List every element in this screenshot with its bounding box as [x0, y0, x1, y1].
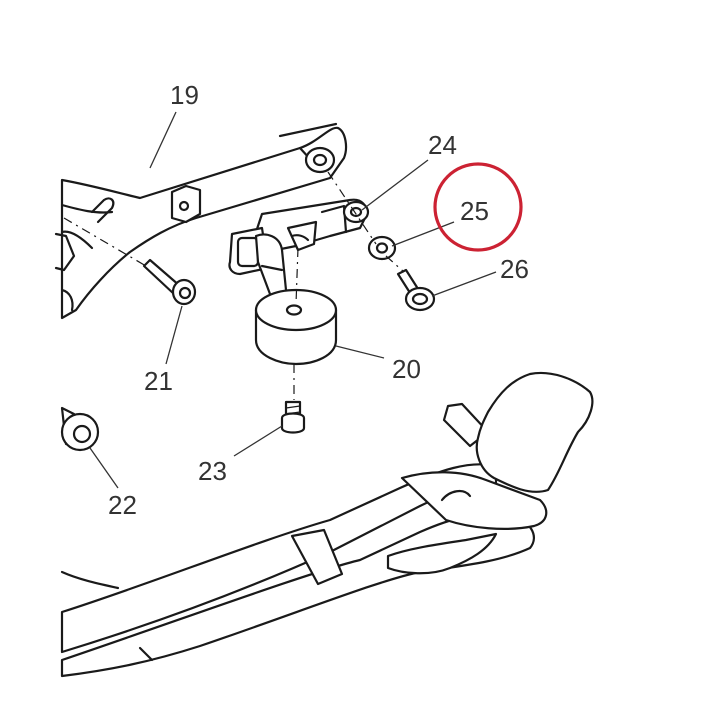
- part-26-bolt: [396, 268, 436, 312]
- leader-lines: [89, 111, 497, 489]
- footpeg-pad: [386, 371, 594, 575]
- leader-24: [361, 159, 429, 211]
- callout-22: 22: [108, 490, 137, 520]
- callout-20: 20: [392, 354, 421, 384]
- part-23-screw: [280, 400, 306, 434]
- part-21-bolt: [142, 258, 197, 306]
- leader-26: [431, 271, 497, 297]
- leader-25: [391, 221, 455, 247]
- frame-tube-end-eye: [304, 146, 336, 174]
- assembly-center-lines: [63, 171, 405, 400]
- part-19-frame-tube: [54, 122, 348, 320]
- leader-22: [89, 447, 119, 489]
- callout-26: 26: [500, 254, 529, 284]
- frame-tab: [170, 184, 202, 224]
- part-22-fastener: [60, 406, 100, 452]
- callout-19: 19: [170, 80, 199, 110]
- callout-24: 24: [428, 130, 457, 160]
- callout-25: 25: [460, 196, 489, 226]
- leader-19: [149, 111, 177, 169]
- leader-23: [233, 425, 283, 457]
- callout-labels: 19 24 25 26 20 21 22 23: [108, 80, 529, 520]
- part-20-rubber-damper: [254, 288, 338, 366]
- leader-20: [335, 345, 385, 359]
- part-24-bracket: [228, 198, 370, 300]
- part-25-washer: [367, 235, 397, 261]
- highlight-circle: [433, 162, 523, 252]
- callout-23: 23: [198, 456, 227, 486]
- leader-21: [165, 305, 183, 365]
- callout-21: 21: [144, 366, 173, 396]
